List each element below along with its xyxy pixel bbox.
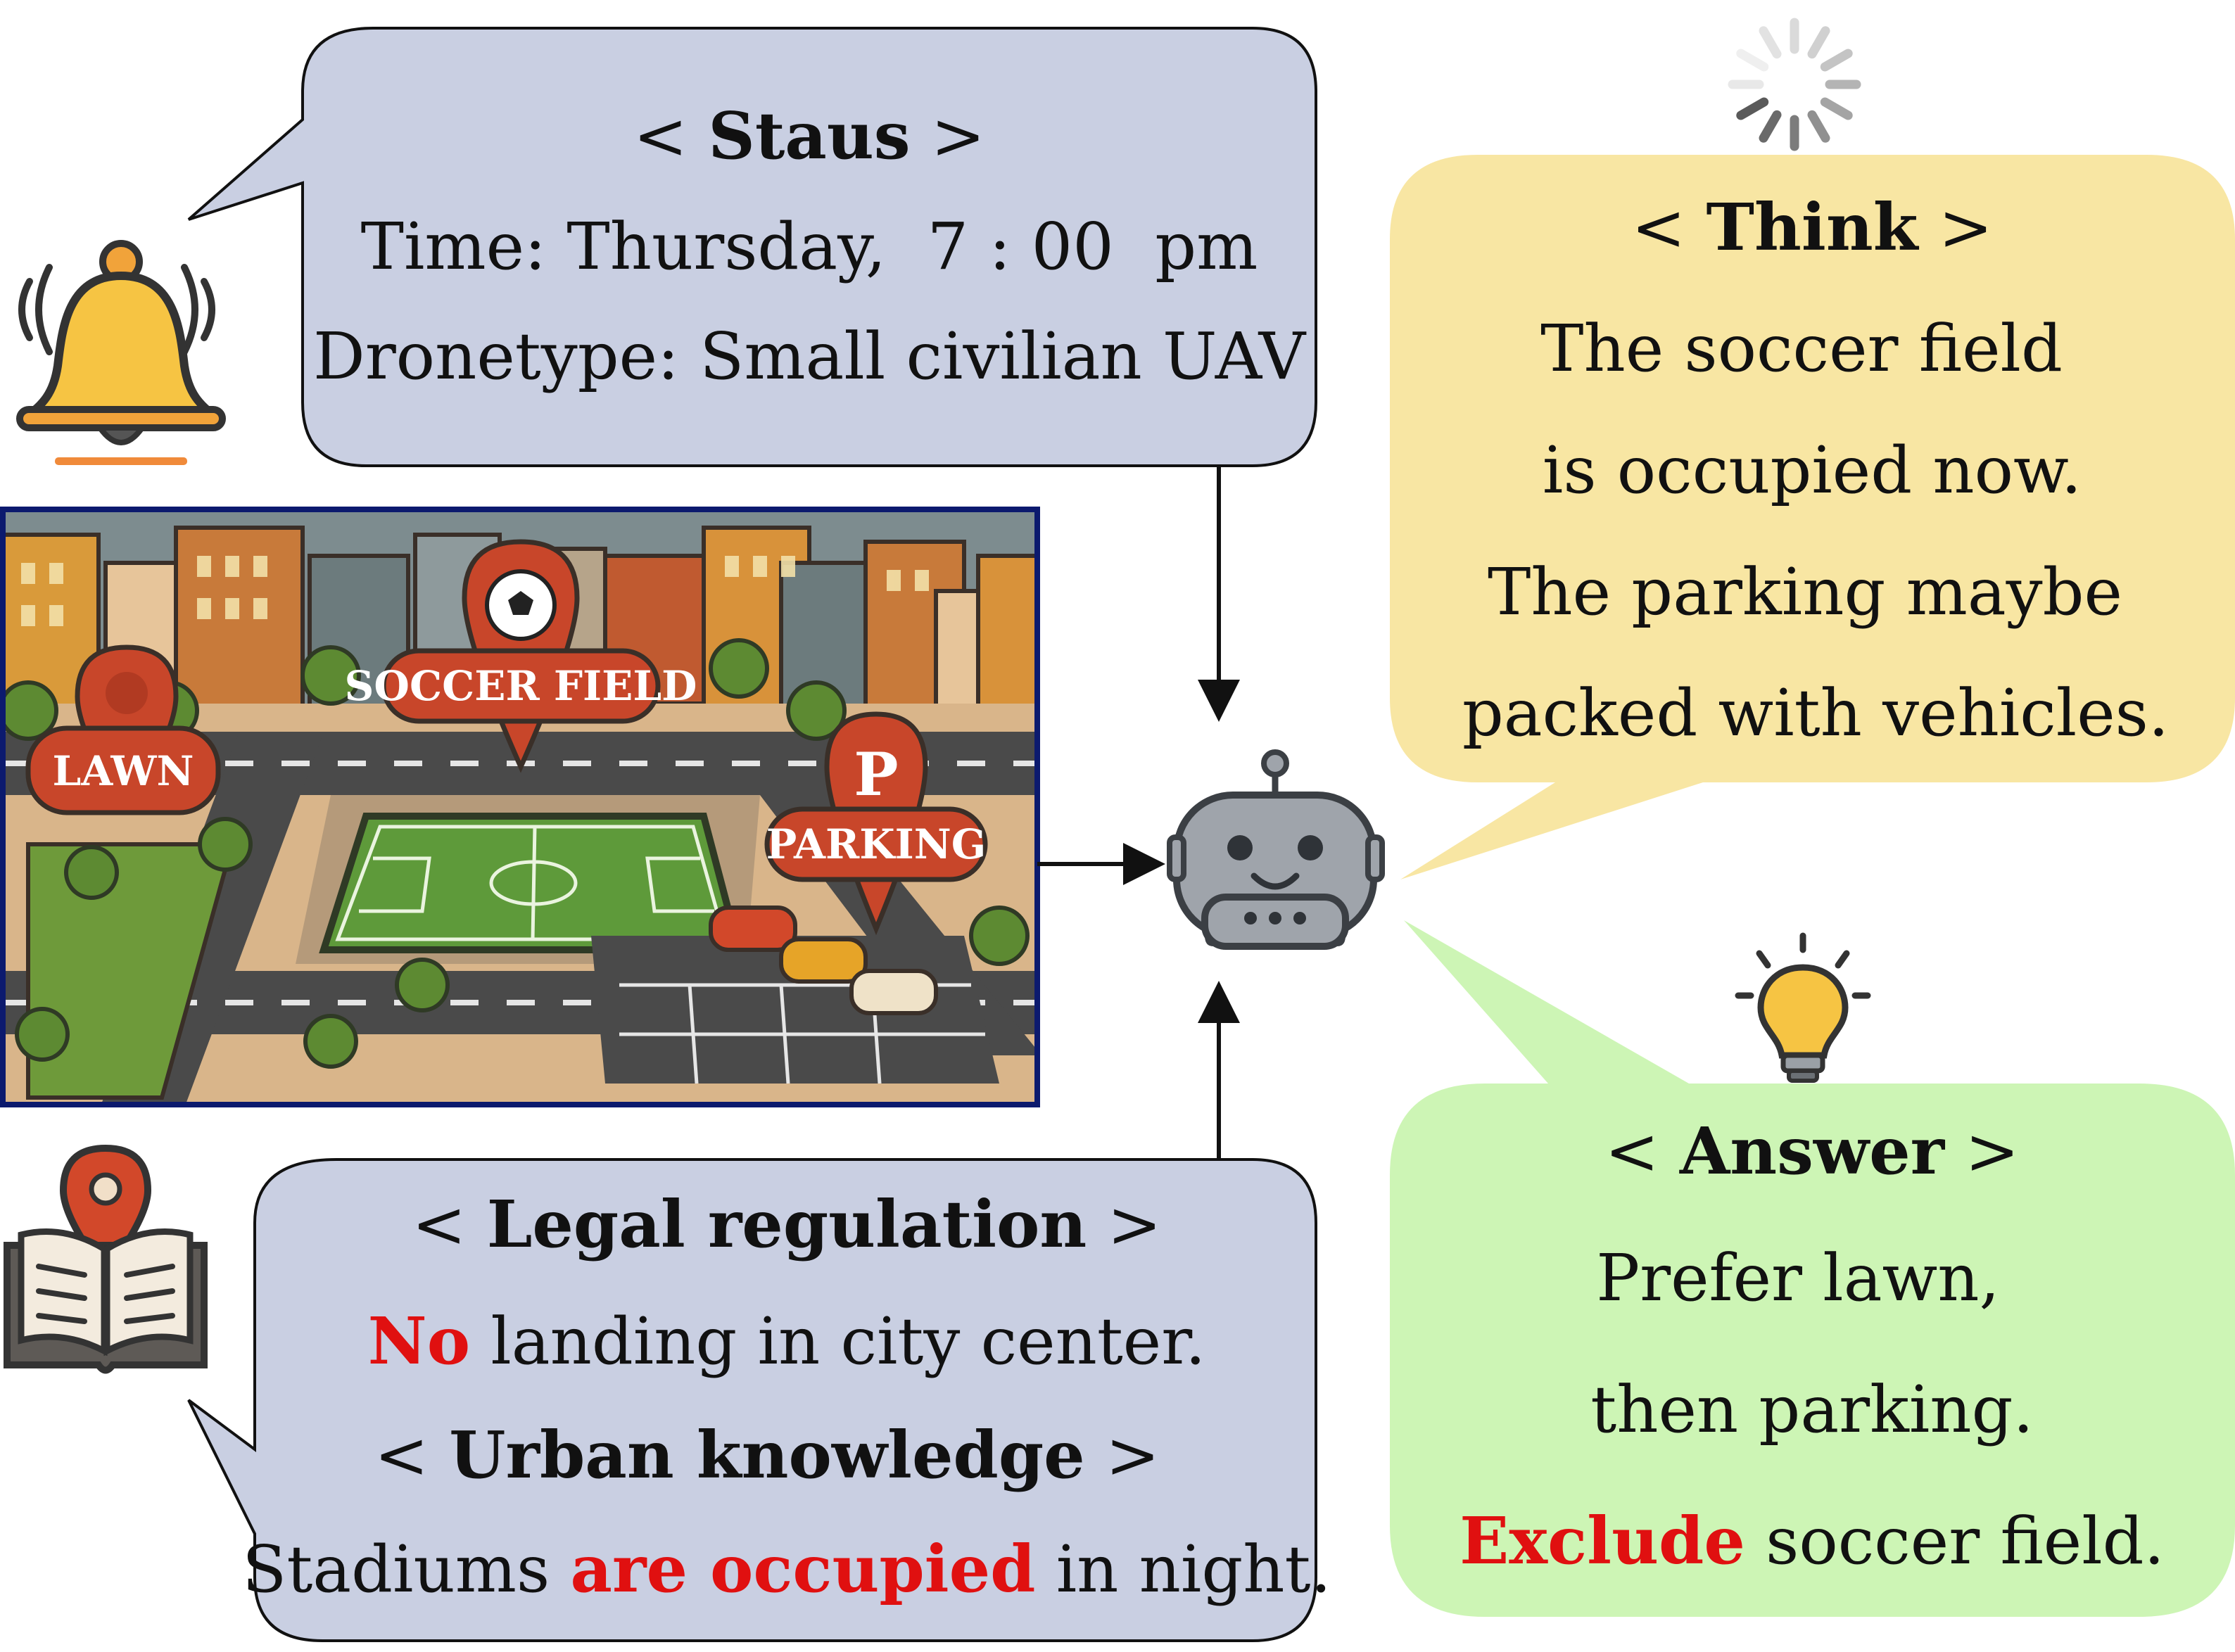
knowledge-bubble: < Legal regulation > No landing in city …: [187, 1158, 1331, 1642]
urban-occupied-highlight: are occupied: [570, 1531, 1035, 1607]
urban-header: < Urban knowledge >: [374, 1417, 1160, 1493]
parking-marker: P PARKING: [764, 711, 988, 936]
loading-spinner-icon: [1728, 18, 1861, 151]
status-header-text: Staus: [708, 98, 910, 174]
think-bubble: < Think > The soccer field is occupied n…: [1390, 155, 2235, 879]
parked-cars: [709, 906, 938, 1015]
answer-header: < Answer >: [1605, 1113, 2020, 1189]
status-header: < Staus >: [633, 98, 985, 174]
urban-line-start: Stadiums: [242, 1532, 570, 1607]
legal-line-rest: landing in city center.: [470, 1304, 1205, 1379]
think-header-text: Think: [1707, 189, 1920, 265]
lawn-label: LAWN: [52, 747, 194, 795]
city-map-illustration: LAWN SOCCER FIELD P PARKING: [0, 507, 1040, 1107]
answer-exclude-highlight: Exclude: [1460, 1503, 1745, 1579]
flow-arrows: [1037, 466, 1240, 1159]
urban-line-end: in night.: [1035, 1532, 1331, 1607]
answer-line-3: Exclude soccer field.: [1460, 1503, 2165, 1579]
urban-line: Stadiums are occupied in night.: [242, 1531, 1331, 1607]
lightbulb-icon: [1735, 932, 1871, 1083]
lawn-marker: LAWN: [25, 644, 221, 815]
trees: [3, 638, 1030, 1069]
parking-letter: P: [854, 739, 898, 809]
legal-header-text: Legal regulation: [487, 1186, 1087, 1262]
answer-line-2: then parking.: [1590, 1372, 2033, 1447]
status-bubble: < Staus > Time: Thursday, 7 : 00 pm Dron…: [187, 27, 1317, 467]
think-line-4: packed with vehicles.: [1462, 675, 2169, 751]
answer-line-3-rest: soccer field.: [1745, 1504, 2165, 1579]
soccer-field-marker: SOCCER FIELD: [345, 539, 697, 773]
legal-line: No landing in city center.: [368, 1303, 1206, 1379]
urban-header-text: Urban knowledge: [449, 1417, 1084, 1493]
legal-header: < Legal regulation >: [412, 1186, 1161, 1262]
parking-label: PARKING: [766, 820, 987, 868]
answer-header-text: Answer: [1679, 1113, 1946, 1189]
legal-no-highlight: No: [368, 1303, 470, 1379]
bell-icon: [16, 240, 226, 465]
think-header: < Think >: [1631, 189, 1993, 265]
book-location-icon: [4, 1144, 208, 1374]
status-drone-line: Dronetype: Small civilian UAV: [313, 319, 1307, 394]
answer-bubble: < Answer > Prefer lawn, then parking. Ex…: [1390, 920, 2235, 1617]
think-line-3: The parking maybe: [1488, 554, 2122, 630]
answer-line-1: Prefer lawn,: [1596, 1240, 2000, 1316]
think-line-2: is occupied now.: [1543, 433, 2082, 508]
soccer-field-label: SOCCER FIELD: [345, 662, 697, 710]
robot-icon: [1167, 749, 1385, 950]
think-line-1: The soccer field: [1540, 311, 2063, 386]
status-time-line: Time: Thursday, 7 : 00 pm: [361, 209, 1258, 284]
